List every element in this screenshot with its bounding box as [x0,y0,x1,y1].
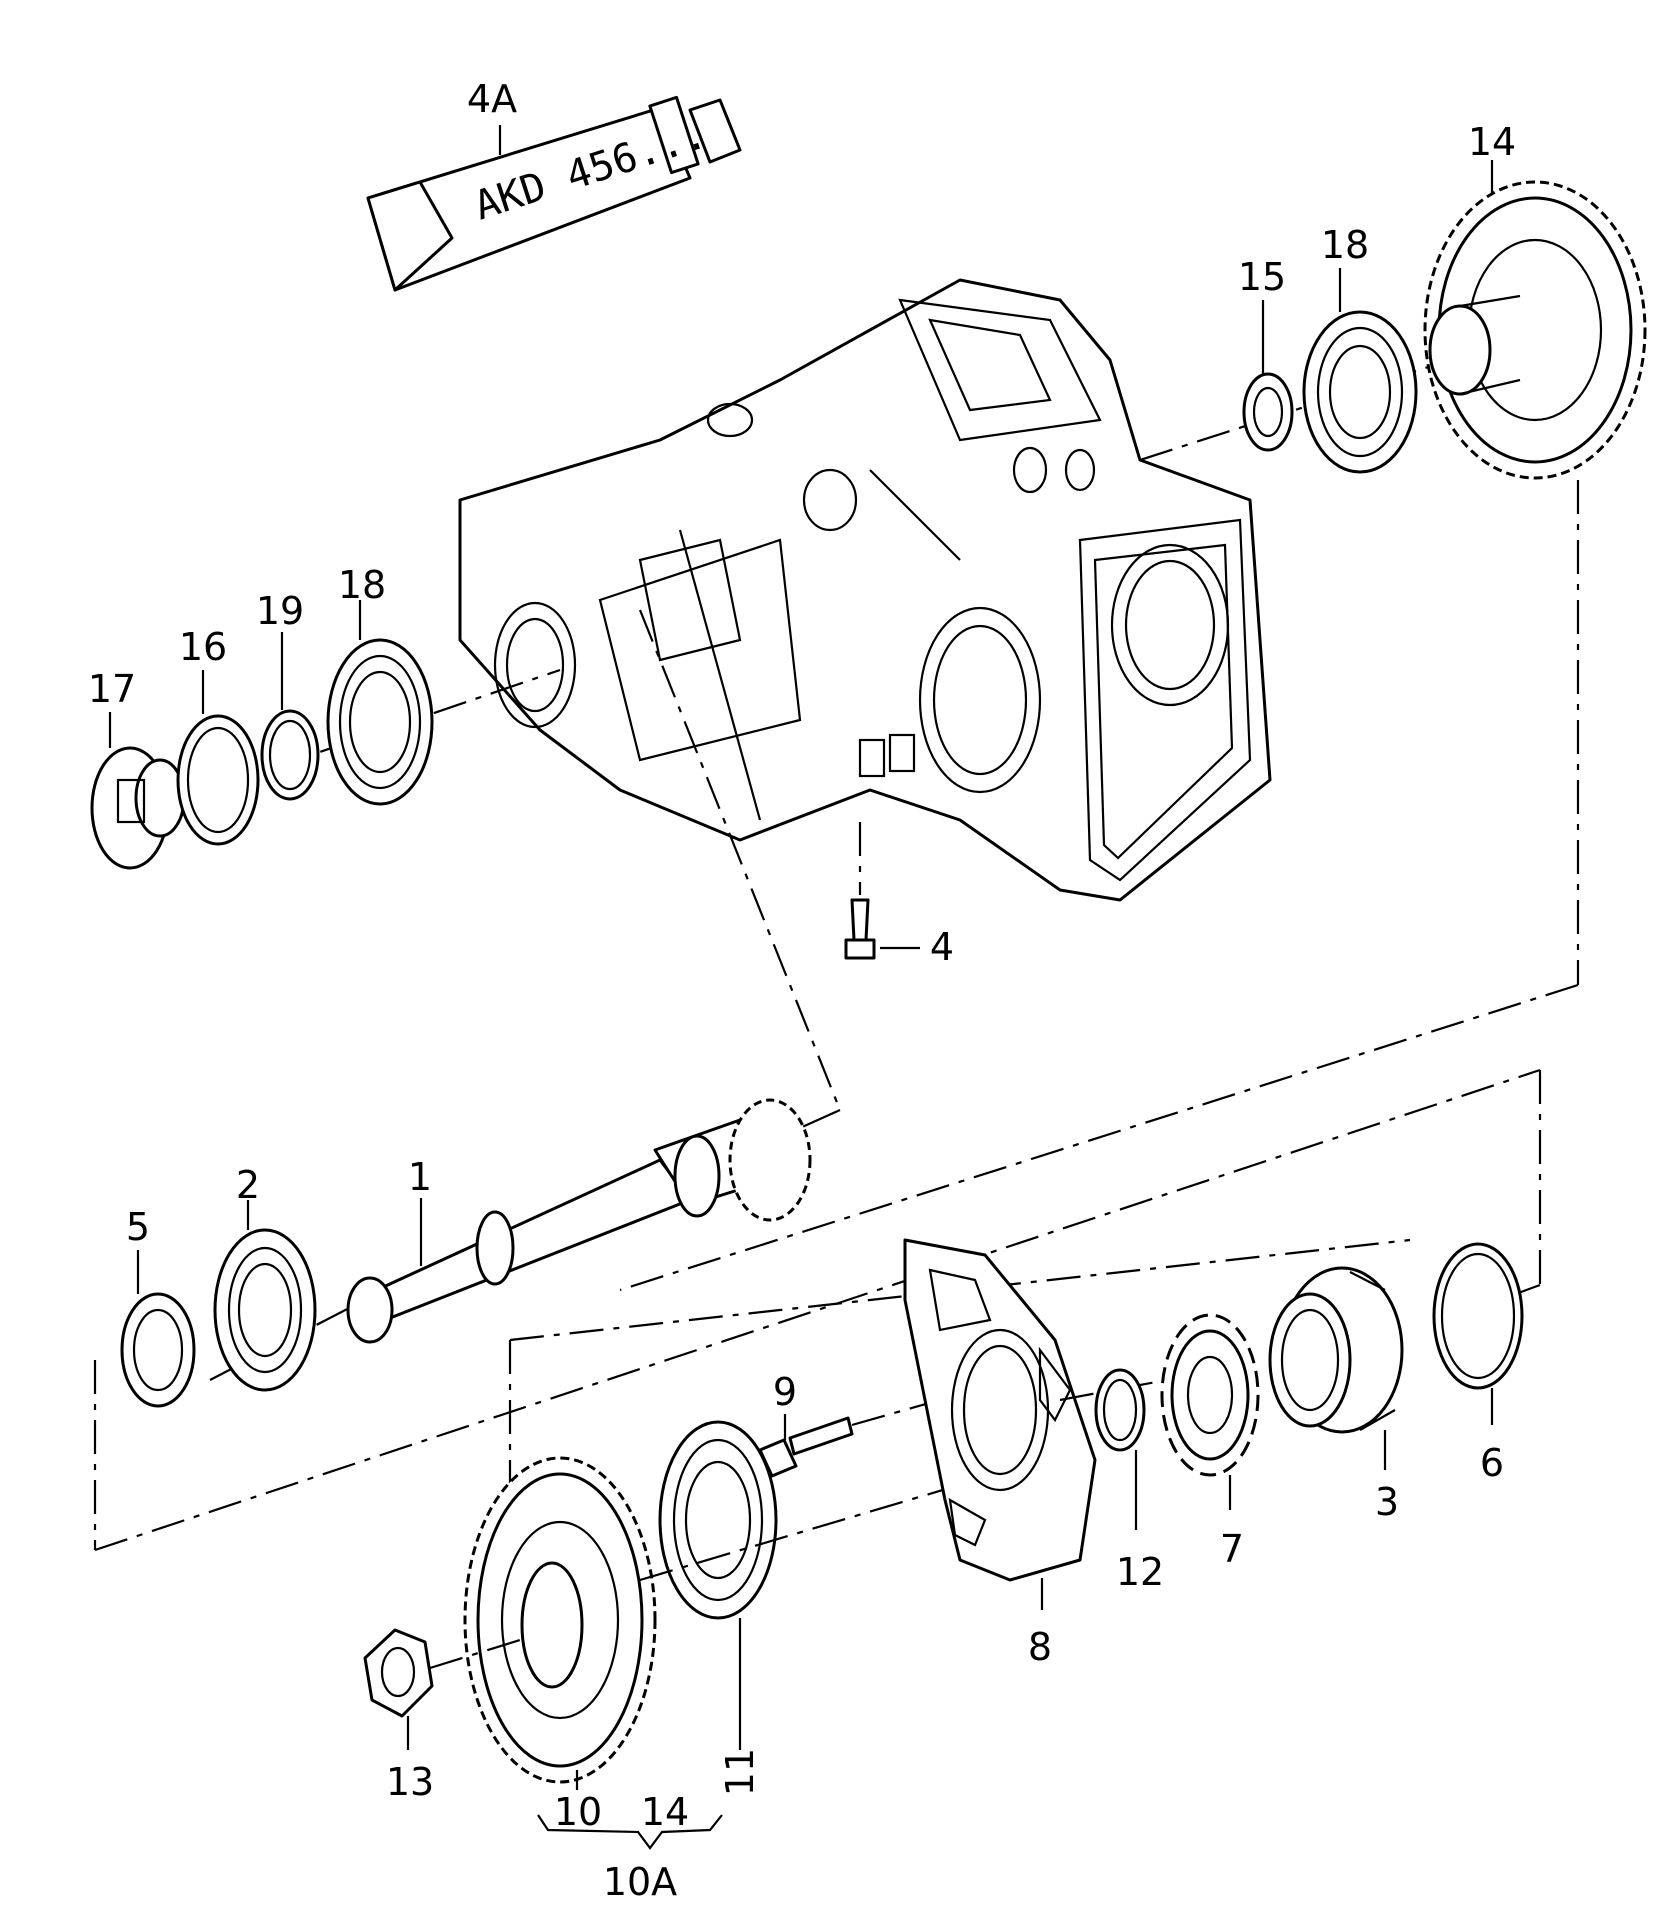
label-8: 8 [1028,1625,1052,1669]
spline-ring-7 [1160,1313,1260,1477]
bearing-5 [120,1292,196,1408]
label-1: 1 [408,1155,432,1199]
label-19: 19 [256,589,304,633]
label-16: 16 [179,625,227,669]
seal-15 [1242,372,1294,452]
label-11: 11 [718,1748,762,1796]
screw-4 [844,822,920,960]
label-18-right: 18 [1321,223,1369,267]
label-4a: 4A [467,77,517,121]
label-18-left: 18 [338,563,386,607]
cover-8 [903,1238,1097,1582]
bearing-2 [213,1228,317,1392]
circlip-19 [260,709,320,801]
label-12: 12 [1116,1550,1164,1594]
gear-10 [463,1456,657,1784]
gear-14 [1423,180,1647,480]
nut-13 [363,1628,434,1718]
label-2: 2 [236,1163,260,1207]
label-14-top: 14 [1468,120,1516,164]
label-3: 3 [1375,1480,1399,1524]
label-13: 13 [386,1760,434,1804]
label-5: 5 [126,1205,150,1249]
transmission-housing [458,278,1272,902]
label-14-group: 14 [641,1790,689,1834]
bearing-11 [658,1420,778,1620]
oring-12 [1094,1368,1146,1452]
label-10: 10 [554,1790,602,1834]
label-4: 4 [930,925,954,969]
oring-6 [1432,1242,1524,1390]
bearing-18-right [1302,310,1418,474]
hub-3 [1268,1266,1404,1434]
shaft-1 [346,1098,812,1344]
label-9: 9 [773,1370,797,1414]
label-17: 17 [88,667,136,711]
sealant-tube: AKD 456... [366,95,742,292]
label-6: 6 [1480,1441,1504,1485]
flange-17 [90,746,186,870]
label-15: 15 [1238,255,1286,299]
shim-16 [176,714,260,846]
label-7: 7 [1220,1527,1244,1571]
label-10a: 10A [603,1860,677,1904]
bearing-18-left [326,638,434,806]
